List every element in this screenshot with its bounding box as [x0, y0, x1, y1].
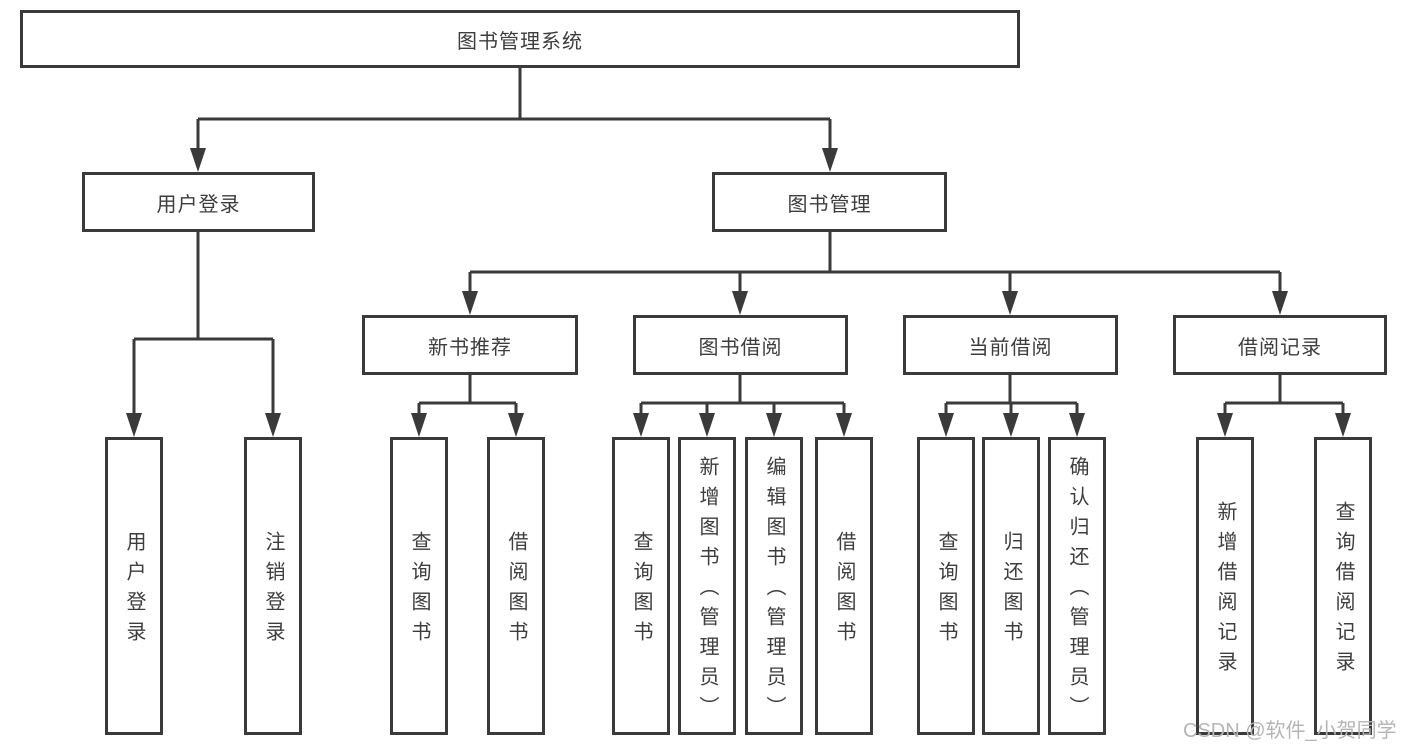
node-new-book-recommend: 新书推荐 [362, 315, 578, 375]
arrow-down-icon [822, 148, 838, 172]
leaf-user-login: 用户登录 [105, 437, 163, 735]
leaf-query-book-current: 查询图书 [917, 437, 975, 735]
node-root-label: 图书管理系统 [457, 30, 583, 53]
arrow-down-icon [1069, 413, 1085, 437]
node-current-borrow: 当前借阅 [903, 315, 1118, 375]
arrow-down-icon [190, 148, 206, 172]
leaf-query-book-borrow: 查询图书 [612, 437, 670, 735]
leaf-add-book-admin-label: 新增图书（管理员） [696, 456, 718, 726]
arrow-down-icon [1003, 413, 1019, 437]
leaf-borrow-book-recommend-label: 借阅图书 [505, 531, 527, 651]
arrow-down-icon [732, 291, 748, 315]
arrow-down-icon [126, 413, 142, 437]
node-book-management: 图书管理 [712, 172, 947, 232]
arrow-down-icon [411, 413, 427, 437]
leaf-borrow-book-recommend: 借阅图书 [487, 437, 545, 735]
leaf-query-book-borrow-label: 查询图书 [630, 531, 652, 651]
leaf-edit-book-admin-label: 编辑图书（管理员） [763, 456, 785, 726]
arrow-down-icon [1272, 291, 1288, 315]
arrow-down-icon [836, 413, 852, 437]
arrow-down-icon [766, 413, 782, 437]
leaf-logout-label: 注销登录 [262, 531, 284, 651]
node-book-borrow: 图书借阅 [633, 315, 848, 375]
arrow-down-icon [1002, 291, 1018, 315]
leaf-query-book-recommend-label: 查询图书 [408, 531, 430, 651]
leaf-query-borrow-record-label: 查询借阅记录 [1332, 501, 1354, 681]
leaf-query-borrow-record: 查询借阅记录 [1314, 437, 1372, 735]
leaf-confirm-return-admin: 确认归还（管理员） [1048, 437, 1106, 735]
leaf-query-book-recommend: 查询图书 [390, 437, 448, 735]
arrow-down-icon [1217, 413, 1233, 437]
node-current-borrow-label: 当前借阅 [968, 336, 1053, 359]
leaf-user-login-label: 用户登录 [123, 531, 145, 651]
leaf-add-borrow-record-label: 新增借阅记录 [1214, 501, 1236, 681]
leaf-borrow-book-label: 借阅图书 [833, 531, 855, 651]
arrow-down-icon [699, 413, 715, 437]
leaf-add-book-admin: 新增图书（管理员） [678, 437, 736, 735]
arrow-down-icon [265, 413, 281, 437]
node-root: 图书管理系统 [20, 10, 1020, 68]
node-user-login: 用户登录 [82, 172, 315, 232]
leaf-confirm-return-admin-label: 确认归还（管理员） [1066, 456, 1088, 726]
node-borrow-record-label: 借阅记录 [1238, 336, 1322, 359]
node-book-borrow-label: 图书借阅 [698, 336, 783, 359]
arrow-down-icon [633, 413, 649, 437]
leaf-borrow-book: 借阅图书 [815, 437, 873, 735]
arrow-down-icon [1335, 413, 1351, 437]
leaf-add-borrow-record: 新增借阅记录 [1196, 437, 1254, 735]
node-user-login-label: 用户登录 [156, 193, 241, 216]
node-book-management-label: 图书管理 [787, 193, 872, 216]
node-borrow-record: 借阅记录 [1173, 315, 1387, 375]
arrow-down-icon [508, 413, 524, 437]
arrow-down-icon [462, 291, 478, 315]
leaf-return-book: 归还图书 [982, 437, 1040, 735]
arrow-down-icon [938, 413, 954, 437]
leaf-logout: 注销登录 [244, 437, 302, 735]
leaf-query-book-current-label: 查询图书 [935, 531, 957, 651]
node-new-book-recommend-label: 新书推荐 [428, 336, 512, 359]
csdn-watermark: CSDN @软件_小贺同学 [1183, 720, 1397, 742]
leaf-return-book-label: 归还图书 [1000, 531, 1022, 651]
leaf-edit-book-admin: 编辑图书（管理员） [745, 437, 803, 735]
